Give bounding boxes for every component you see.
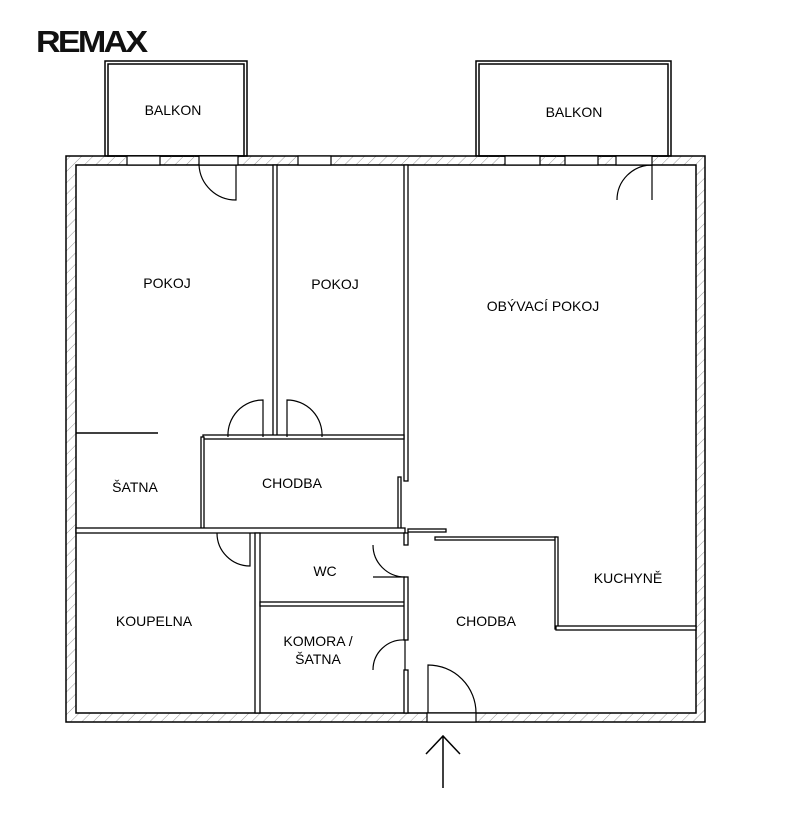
room-label-satna: ŠATNA xyxy=(112,479,158,495)
door-pokoj-1-balcony xyxy=(198,164,237,201)
room-label-komora-line1: KOMORA / xyxy=(283,633,353,649)
door-wc xyxy=(372,544,406,578)
door-pokoj-2 xyxy=(286,399,323,438)
room-label-chodba-upper: CHODBA xyxy=(262,475,322,491)
remax-logo: REMAX xyxy=(36,24,148,59)
room-label-balkon-left: BALKON xyxy=(144,102,202,118)
room-label-pokoj-1: POKOJ xyxy=(143,275,191,291)
door-entrance xyxy=(427,664,477,714)
interior-walls xyxy=(75,164,697,714)
room-label-komora: KOMORA / ŠATNA xyxy=(283,632,352,668)
entrance-arrow-icon xyxy=(425,734,461,788)
door-komora xyxy=(372,639,406,671)
room-label-kuchyne: KUCHYNĚ xyxy=(593,570,663,586)
room-label-obyvaci-pokoj: OBÝVACÍ POKOJ xyxy=(486,298,600,314)
door-living-balcony xyxy=(616,164,653,201)
door-koupelna xyxy=(216,532,251,567)
room-label-wc: WC xyxy=(313,563,337,579)
room-label-koupelna: KOUPELNA xyxy=(115,613,193,629)
door-pokoj-1 xyxy=(227,399,264,438)
room-label-chodba-lower: CHODBA xyxy=(456,613,516,629)
windows xyxy=(126,155,653,723)
entrance-opening xyxy=(426,712,477,723)
room-label-komora-line2: ŠATNA xyxy=(295,651,341,667)
room-label-pokoj-2: POKOJ xyxy=(311,276,359,292)
room-label-balkon-right: BALKON xyxy=(545,104,603,120)
